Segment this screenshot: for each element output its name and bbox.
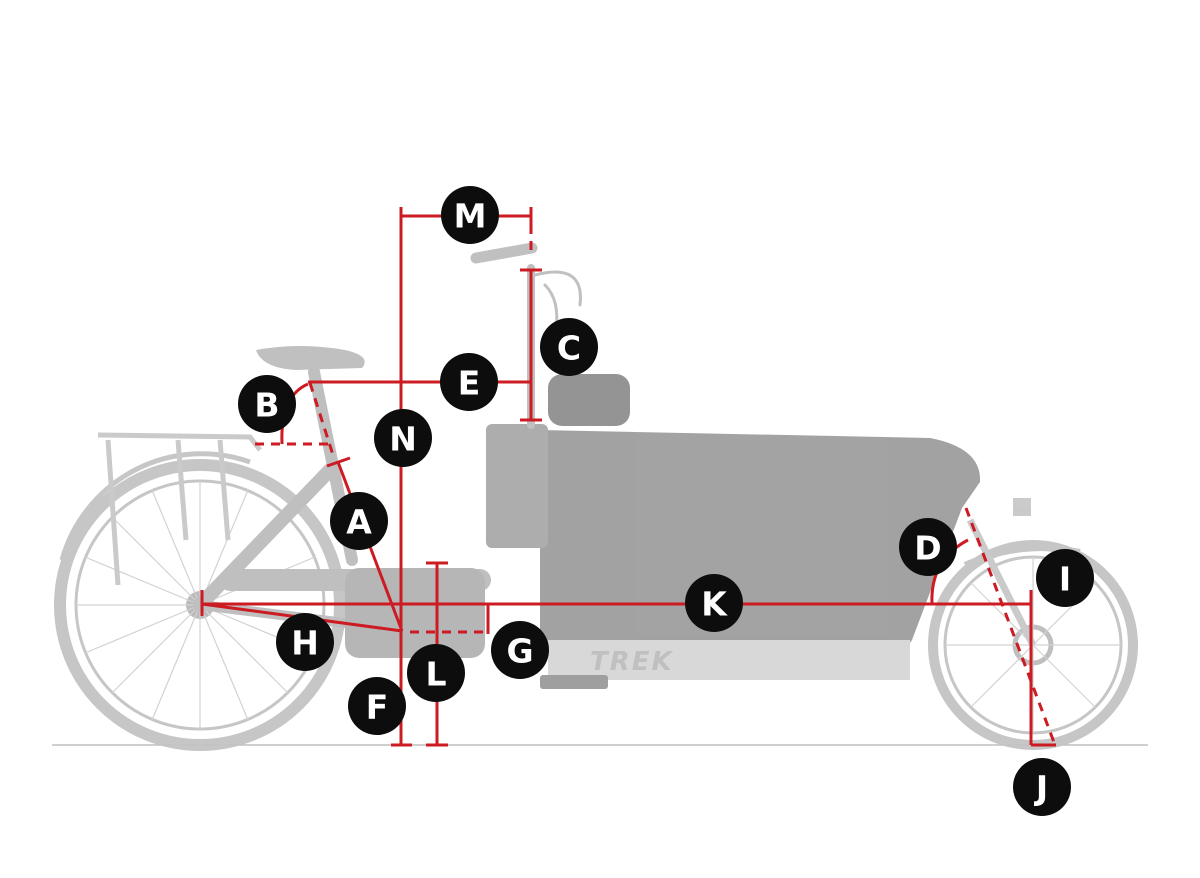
badge-a: A — [330, 492, 388, 550]
badge-m: M — [441, 186, 499, 244]
dimension-n — [391, 216, 412, 747]
svg-text:A: A — [346, 503, 372, 542]
svg-text:J: J — [1034, 769, 1048, 808]
saddle — [256, 346, 365, 370]
motor-housing — [345, 568, 485, 658]
badge-e: E — [440, 353, 498, 411]
svg-text:I: I — [1059, 560, 1071, 599]
svg-text:D: D — [914, 529, 941, 568]
svg-text:C: C — [557, 329, 581, 368]
badge-f: F — [348, 677, 406, 735]
svg-text:K: K — [701, 585, 728, 624]
dimension-g — [410, 604, 490, 634]
rear-rack — [97, 432, 262, 586]
dimension-i-j — [964, 507, 1057, 747]
svg-text:N: N — [389, 420, 417, 459]
badge-c: C — [540, 318, 598, 376]
badge-b: B — [238, 375, 296, 433]
dimension-c — [520, 268, 542, 422]
brand-text: TREK — [590, 647, 674, 677]
cargo-bike-illustration: TREK — [54, 242, 1138, 751]
badge-g: G — [491, 621, 549, 679]
rear-wheel — [54, 451, 346, 751]
cargo-box: TREK — [486, 374, 981, 680]
svg-text:M: M — [454, 197, 487, 236]
badge-i: I — [1036, 549, 1094, 607]
badge-j: J — [1013, 758, 1071, 816]
svg-text:F: F — [366, 688, 389, 727]
measurement-badges: M C E B N A D I — [238, 186, 1094, 816]
badge-h: H — [276, 613, 334, 671]
svg-text:B: B — [254, 386, 279, 425]
badge-d: D — [899, 518, 957, 576]
svg-text:E: E — [458, 364, 481, 403]
svg-text:G: G — [506, 632, 533, 671]
svg-text:H: H — [291, 624, 319, 663]
pedal — [540, 675, 608, 689]
front-wheel — [928, 498, 1138, 750]
svg-text:L: L — [425, 655, 446, 694]
badge-k: K — [685, 574, 743, 632]
badge-l: L — [407, 644, 465, 702]
badge-n: N — [374, 409, 432, 467]
